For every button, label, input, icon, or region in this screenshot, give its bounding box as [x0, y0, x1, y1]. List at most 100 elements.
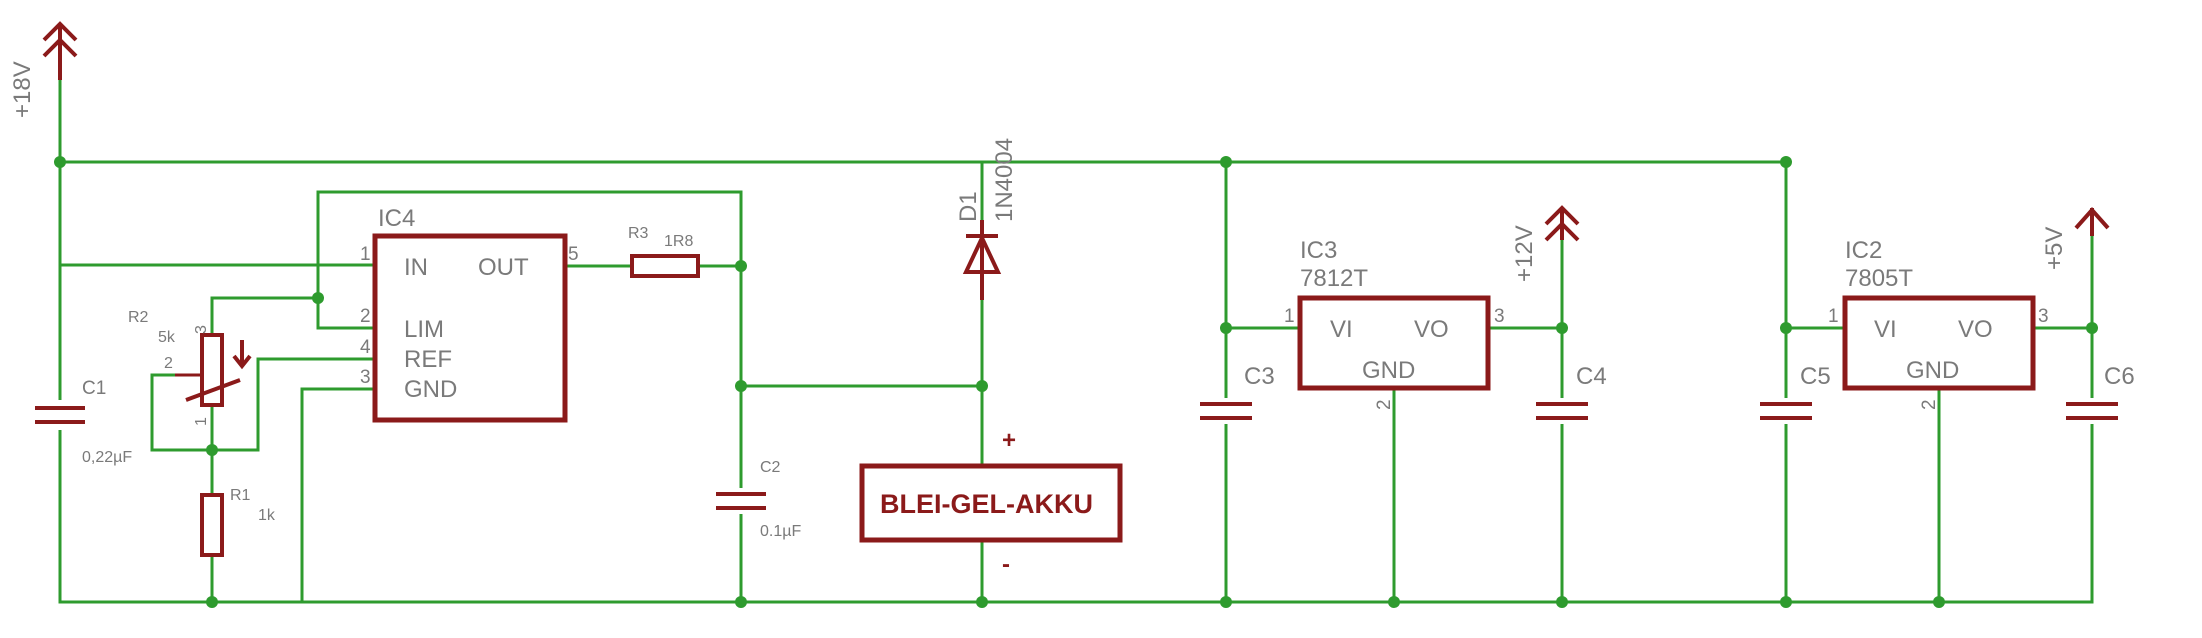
ic4-body [372, 233, 568, 423]
ic3-pin-number: 1 [1284, 306, 1295, 327]
wire-ref [210, 357, 377, 452]
ic2-pin-number: 3 [2038, 306, 2049, 327]
r2-pin2: 2 [164, 355, 173, 372]
supply-5v: +5V [2041, 206, 2110, 270]
ic4-regulator: IC4 IN OUT LIM REF GND 1 2 4 3 5 [360, 205, 579, 423]
junction-dot [206, 596, 218, 608]
ic2-body [1842, 295, 2036, 391]
junction-dot [1220, 156, 1232, 168]
ic4-pin-number: 2 [360, 306, 371, 327]
ic3-vo-label: VO [1414, 316, 1449, 343]
arrow-icon [2074, 206, 2110, 236]
junction-dot [1556, 322, 1568, 334]
battery: BLEI-GEL-AKKU + - [859, 427, 1123, 578]
junction-dot [735, 260, 747, 272]
junction-dot [54, 156, 66, 168]
battery-minus: - [1002, 551, 1010, 578]
wire-r2-wiper [150, 373, 214, 452]
ic4-pin-number: 4 [360, 337, 371, 358]
c4-name: C4 [1576, 363, 1607, 390]
wire-gap [729, 488, 753, 514]
junction-dot [1220, 596, 1232, 608]
capacitor-c6: C6 [2066, 363, 2135, 424]
ic3-name: IC3 [1300, 237, 1337, 264]
capacitor-c1: C1 0,22µF [35, 378, 132, 466]
r1-value: 1k [258, 507, 276, 524]
wire-gap [2080, 398, 2104, 424]
ic4-pin-in-label: IN [404, 254, 428, 281]
ic2-pin-number: 2 [1919, 399, 1940, 410]
r2-name: R2 [128, 309, 149, 326]
r2-pin1: 1 [193, 417, 210, 426]
junction-dot [1933, 596, 1945, 608]
ic2-type: 7805T [1845, 265, 1913, 292]
capacitor-c3: C3 [1200, 363, 1275, 424]
wires [58, 78, 2094, 604]
junction-dot [1556, 596, 1568, 608]
ic3-regulator: IC3 7812T VI VO GND 1 3 2 [1284, 237, 1505, 410]
arrow-down-icon [232, 340, 252, 370]
ic2-gnd-label: GND [1906, 357, 1959, 384]
resistor-body [200, 493, 224, 557]
battery-body [859, 463, 1123, 543]
double-arrow-icon [42, 21, 78, 80]
ic4-pin-out-label: OUT [478, 254, 529, 281]
potentiometer-arrow-icon [185, 378, 241, 402]
supply-5v-label: +5V [2041, 227, 2068, 270]
c3-name: C3 [1244, 363, 1275, 390]
wire-out-loop [316, 190, 743, 330]
resistor-body [200, 333, 224, 407]
r3-value: 1R8 [664, 233, 693, 250]
junction-dot [312, 292, 324, 304]
ic4-pin-number: 1 [360, 244, 371, 265]
resistor-r1: R1 1k [200, 487, 276, 557]
ic2-pin-number: 1 [1828, 306, 1839, 327]
ic2-vi-label: VI [1874, 316, 1897, 343]
ic2-name: IC2 [1845, 237, 1882, 264]
wire-gap [1214, 398, 1238, 424]
battery-label: BLEI-GEL-AKKU [880, 489, 1093, 519]
supply-18v-label: +18V [9, 61, 36, 118]
capacitor-c4: C4 [1536, 363, 1607, 424]
supply-12v: +12V [1511, 205, 1580, 282]
ic3-vi-label: VI [1330, 316, 1353, 343]
ic4-pin-gnd-label: GND [404, 376, 457, 403]
junction-dot [1780, 596, 1792, 608]
ic2-regulator: IC2 7805T VI VO GND 1 3 2 [1828, 237, 2049, 410]
ic3-pin-number: 3 [1494, 306, 1505, 327]
junction-dot [976, 380, 988, 392]
junction-dot [206, 444, 218, 456]
c2-name: C2 [760, 459, 781, 476]
junction-dot [976, 596, 988, 608]
ic3-body [1297, 295, 1491, 391]
wire-ic4-gnd [300, 387, 377, 604]
potentiometer-r2: R2 5k 3 2 1 [128, 309, 252, 426]
junction-dot [1220, 322, 1232, 334]
capacitor-c2: C2 0.1µF [716, 459, 801, 540]
junction-dot [2086, 322, 2098, 334]
c1-name: C1 [82, 378, 106, 399]
ic3-gnd-label: GND [1362, 357, 1415, 384]
r1-name: R1 [230, 487, 251, 504]
ic4-pin-number: 3 [360, 367, 371, 388]
diode-d1: D1 1N4004 [955, 138, 1018, 300]
wire-gap [48, 400, 72, 430]
wire-gap [1774, 398, 1798, 424]
ic4-pin-number: 5 [568, 244, 579, 265]
r2-pin3: 3 [193, 325, 210, 334]
supply-18v: +18V [9, 21, 78, 118]
capacitor-c5: C5 [1760, 363, 1831, 424]
ic3-pin-number: 2 [1374, 399, 1395, 410]
ic2-vo-label: VO [1958, 316, 1993, 343]
resistor-body [630, 254, 700, 278]
c2-value: 0.1µF [760, 523, 801, 540]
r3-name: R3 [628, 225, 649, 242]
c1-value: 0,22µF [82, 449, 132, 466]
supply-12v-label: +12V [1511, 225, 1538, 282]
c5-name: C5 [1800, 363, 1831, 390]
ic4-pin-lim-label: LIM [404, 316, 444, 343]
wire-gap [1550, 398, 1574, 424]
junction-dot [735, 596, 747, 608]
junction-dot [735, 380, 747, 392]
